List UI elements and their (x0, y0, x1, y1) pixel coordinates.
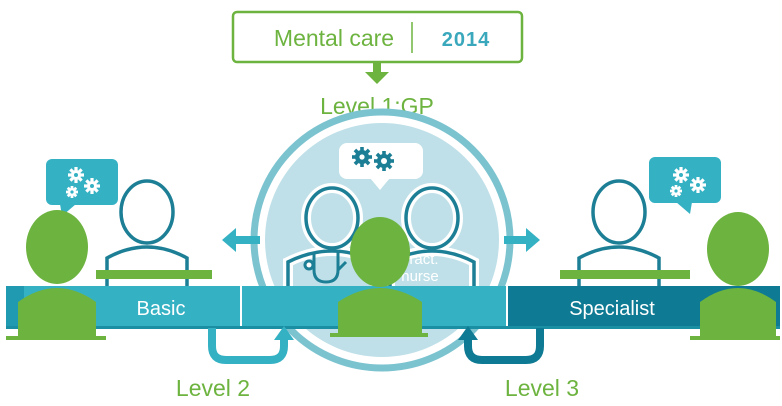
right-arrow-icon (504, 228, 540, 252)
level2-arrowhead-icon (274, 326, 294, 340)
right-desk-top (560, 270, 690, 279)
level3-curved-arrow (464, 328, 544, 364)
left-arrow-icon (222, 228, 260, 252)
level2-label: Level 2 (176, 375, 250, 401)
header-box: Mental care 2014 (231, 10, 524, 64)
gears-icon (352, 147, 394, 171)
right-speech-bubble (649, 157, 721, 214)
patient-center (338, 217, 422, 336)
header-title: Mental care (274, 25, 394, 51)
header-year: 2014 (442, 29, 491, 51)
desk-label-basic: Basic (137, 298, 186, 320)
nurse-label-line2: nurse (401, 268, 439, 285)
desk-label-specialist: Specialist (569, 298, 655, 320)
patient-right (700, 212, 776, 340)
down-arrow-icon (365, 62, 389, 84)
left-desk-top (96, 270, 212, 279)
level2-curved-arrow (208, 328, 288, 364)
patient-left-base (6, 336, 106, 340)
level3-arrowhead-icon (458, 326, 478, 340)
right-gears-icon (670, 167, 706, 197)
left-gears-icon (66, 167, 100, 198)
left-speech-bubble (46, 159, 118, 216)
stethoscope-icon (303, 252, 348, 284)
level3-label: Level 3 (505, 375, 579, 401)
patient-left (18, 210, 96, 340)
patient-right-base (690, 336, 780, 340)
